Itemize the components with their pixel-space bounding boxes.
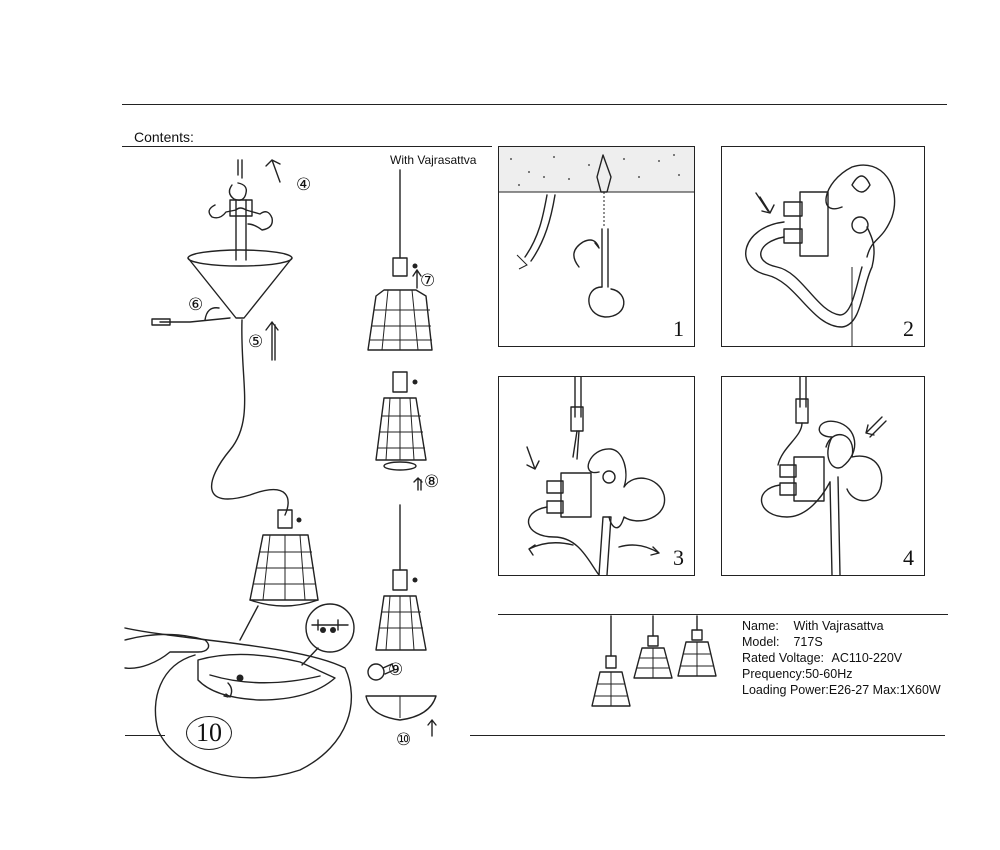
cord-loop xyxy=(745,221,875,328)
arrow-up-icon xyxy=(265,159,281,183)
terminal-block-icon xyxy=(799,191,829,257)
ceiling-hook-icon xyxy=(237,159,243,179)
panel-3-number: 3 xyxy=(673,545,684,570)
specs-rule xyxy=(498,614,948,615)
bottom-rule-left xyxy=(125,735,165,736)
spec-voltage-row: Rated Voltage: AC110-220V xyxy=(742,650,902,666)
step-7-label: ⑦ xyxy=(420,271,436,291)
step-5-label: ⑤ xyxy=(248,332,264,352)
step-10-large-label: 10 xyxy=(186,716,232,750)
spec-voltage-value: AC110-220V xyxy=(831,651,903,665)
cord-loop xyxy=(761,481,831,518)
bulb-cage-illustrations xyxy=(365,169,437,737)
bulb-icon xyxy=(367,663,385,681)
cord-loop xyxy=(528,506,600,575)
switch-knob-icon xyxy=(296,517,302,523)
spec-frequency-row: Prequency:50-60Hz xyxy=(742,666,852,682)
step-10-label: ⑩ xyxy=(396,730,412,750)
spec-frequency-label: Prequency: xyxy=(742,667,806,681)
spec-frequency-value: 50-60Hz xyxy=(805,667,853,681)
ring-icon xyxy=(383,461,417,471)
spec-power-row: Loading Power:E26-27 Max:1X60W xyxy=(742,682,941,698)
bowl-inner xyxy=(197,653,336,701)
spec-model-row: Model: 717S xyxy=(742,634,823,650)
leader-lines xyxy=(239,605,319,666)
spec-name-label: Name: xyxy=(742,619,779,633)
arrow-up-icon xyxy=(265,321,279,361)
rotate-arrow-icon xyxy=(573,239,600,268)
socket-icon xyxy=(647,635,659,647)
socket-icon xyxy=(605,655,617,669)
spec-voltage-label: Rated Voltage: xyxy=(742,651,825,665)
product-pendants-illustration xyxy=(591,615,717,707)
terminal-block-icon xyxy=(229,199,253,217)
step-9-label: ⑨ xyxy=(388,660,404,680)
terminal-block-icon xyxy=(560,472,592,518)
socket-icon xyxy=(277,509,293,529)
contents-label: Contents: xyxy=(134,129,194,145)
exploded-assembly-illustration xyxy=(124,159,355,779)
spec-power-value: E26-27 Max:1X60W xyxy=(828,683,941,697)
cord-top xyxy=(574,377,582,418)
socket-icon xyxy=(392,569,408,591)
panel-step-3: 3 xyxy=(498,376,695,576)
glass-bowl-outline xyxy=(124,627,353,779)
curved-arrow-icon xyxy=(618,544,660,556)
wire-connector-icon xyxy=(151,318,171,326)
socket-icon xyxy=(691,629,703,641)
cage-shade-icon xyxy=(375,595,427,651)
cage-shade-icon xyxy=(677,641,717,677)
cage-shade-icon xyxy=(591,671,631,707)
step-4-label: ④ xyxy=(296,175,312,195)
spec-power-label: Loading Power: xyxy=(742,683,829,697)
panel-step-1: 1 xyxy=(498,146,695,347)
panel-4-number: 4 xyxy=(903,545,914,570)
top-rule xyxy=(122,104,947,105)
panel-step-2: 2 xyxy=(721,146,925,347)
cage-shade-icon xyxy=(633,647,673,679)
spec-name-value: With Vajrasattva xyxy=(793,619,884,633)
wire-curl xyxy=(204,307,220,321)
socket-icon xyxy=(392,257,408,277)
canopy-rim xyxy=(187,249,293,267)
hook-loop xyxy=(818,420,856,469)
panel-step-4: 4 xyxy=(721,376,925,576)
bottom-rule-right xyxy=(470,735,945,736)
half-bowl-icon xyxy=(365,695,437,721)
hook-plate xyxy=(587,448,666,529)
pendant-cord xyxy=(210,319,289,516)
curved-arrow-icon xyxy=(528,542,574,556)
cage-shade-icon xyxy=(375,397,427,461)
spec-name-row: Name: With Vajrasattva xyxy=(742,618,884,634)
ground-wire xyxy=(159,317,231,323)
spec-model-value: 717S xyxy=(793,635,823,649)
socket-icon xyxy=(392,371,408,393)
hand-icon xyxy=(124,633,210,669)
hook-plate xyxy=(825,164,896,258)
spec-model-label: Model: xyxy=(742,635,780,649)
terminal-block-icon xyxy=(793,456,825,502)
cage-shade-icon xyxy=(367,289,433,351)
step-6-label: ⑥ xyxy=(188,295,204,315)
arrow-icon xyxy=(526,446,540,470)
hook-screw-icon xyxy=(601,228,609,288)
hook-plate xyxy=(825,434,883,502)
variant-label: With Vajrasattva xyxy=(390,153,477,167)
arrow-icon xyxy=(865,416,883,436)
step-10-large-number: 10 xyxy=(196,718,222,747)
magnifier-circle xyxy=(305,603,355,653)
canopy-cone xyxy=(187,257,293,319)
step-8-label: ⑧ xyxy=(424,472,440,492)
cage-bottom xyxy=(249,599,319,607)
panel-1-number: 1 xyxy=(673,316,684,341)
tool-handle xyxy=(524,194,556,262)
hook-loop-icon xyxy=(228,182,248,201)
panel-2-number: 2 xyxy=(903,316,914,341)
contents-rule xyxy=(122,146,492,147)
curved-arrow-icon xyxy=(223,682,233,698)
arrow-icon xyxy=(759,196,775,214)
